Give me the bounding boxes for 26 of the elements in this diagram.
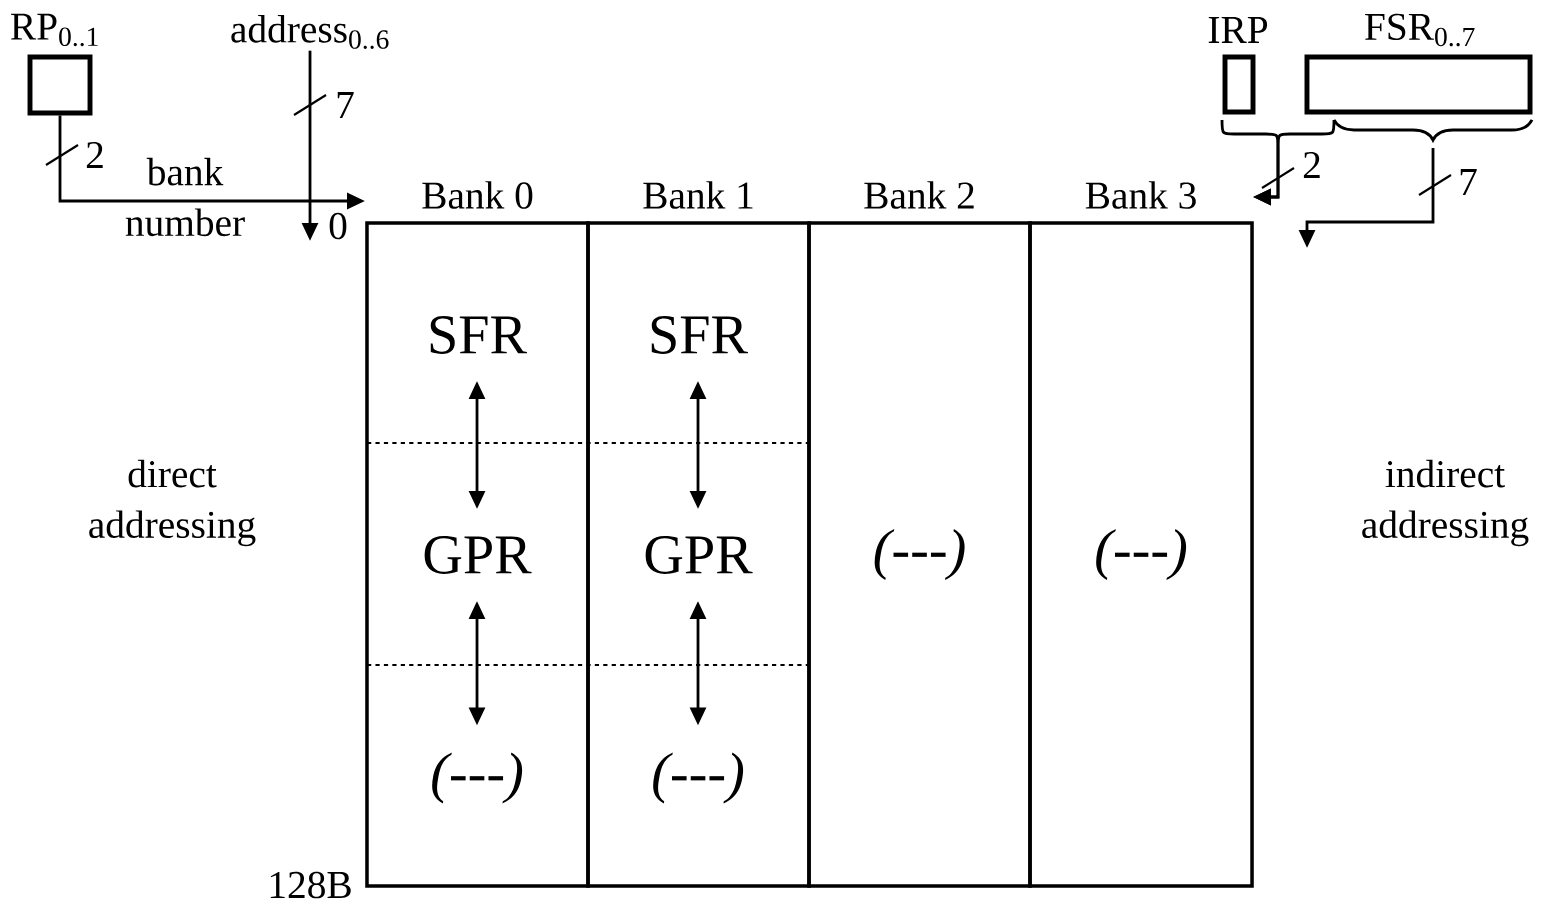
register-area: SFR (651, 316, 748, 354)
register-box: FSR$_{0..7}$ (1304, 13, 1533, 115)
signal-name: address$_{0..6}$ (231, 15, 389, 49)
register-area: SFR (430, 316, 527, 354)
node-label: RP$_{0..1}$ (11, 13, 98, 47)
node-label: Bank 2 (864, 181, 974, 209)
node-label: Bank 3 (1085, 181, 1196, 209)
bus-width: 2 (1303, 151, 1320, 179)
bus-width: 7 (1460, 169, 1477, 195)
register-area: (---) (432, 752, 523, 804)
edge-label: bank number (125, 157, 245, 237)
size-label: 128B (270, 871, 351, 899)
node-label: IRP (1208, 17, 1268, 43)
register-area: (---) (653, 752, 744, 804)
register-area: GPR (645, 536, 753, 574)
register-box: IRP (1208, 17, 1268, 115)
address-start: 0 (329, 212, 347, 240)
register-box: RP$_{0..1}$ (11, 13, 98, 116)
node-label: Bank 1 (643, 181, 753, 209)
bus-width: 2 (86, 141, 103, 169)
register-area: GPR (424, 536, 532, 574)
side-note: indirect addressing (1362, 459, 1529, 547)
node-label: Bank 0 (422, 181, 533, 209)
node-label: FSR$_{0..7}$ (1365, 13, 1475, 47)
side-note: direct addressing (89, 459, 256, 547)
bus-width: 7 (337, 92, 354, 118)
